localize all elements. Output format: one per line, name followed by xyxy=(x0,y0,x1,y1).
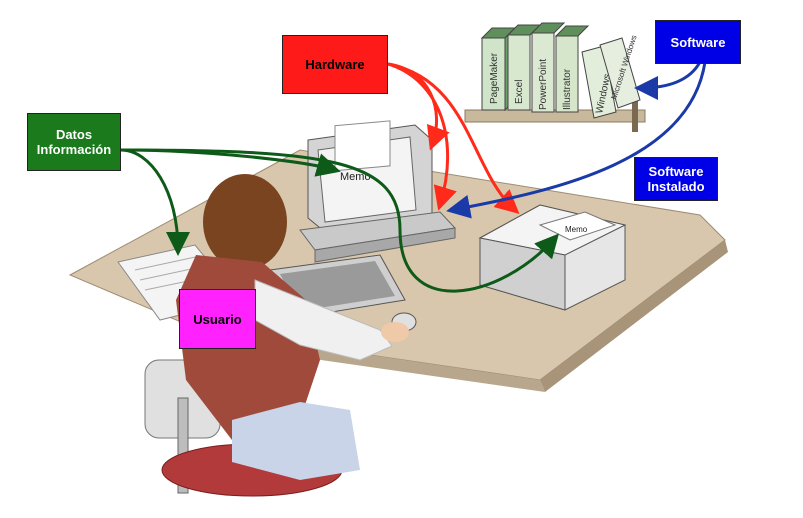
software-label: Software xyxy=(655,20,741,64)
hardware-label: Hardware xyxy=(282,35,388,94)
hardware-arrows xyxy=(387,62,520,214)
book-label-powerpoint: PowerPoint xyxy=(538,59,549,110)
usuario-label: Usuario xyxy=(179,289,256,349)
book-label-pagemaker: PageMaker xyxy=(489,52,500,104)
monitor: Memo xyxy=(299,120,457,263)
data-arrows xyxy=(120,148,559,293)
book-illustrator: Illustrator xyxy=(554,25,590,113)
datos-informacion-label: Datos Información xyxy=(27,113,121,171)
software-instalado-label: Software Instalado xyxy=(634,157,718,201)
book-label-illustrator: Illustrator xyxy=(562,68,573,110)
book-powerpoint: PowerPoint xyxy=(530,22,566,113)
software-arrows xyxy=(446,61,707,219)
printer-memo-text: Memo xyxy=(565,225,588,234)
book-windows: Windows xyxy=(581,45,617,119)
screen-memo-text: Memo xyxy=(340,171,371,183)
book-label-excel: Excel xyxy=(514,80,525,104)
